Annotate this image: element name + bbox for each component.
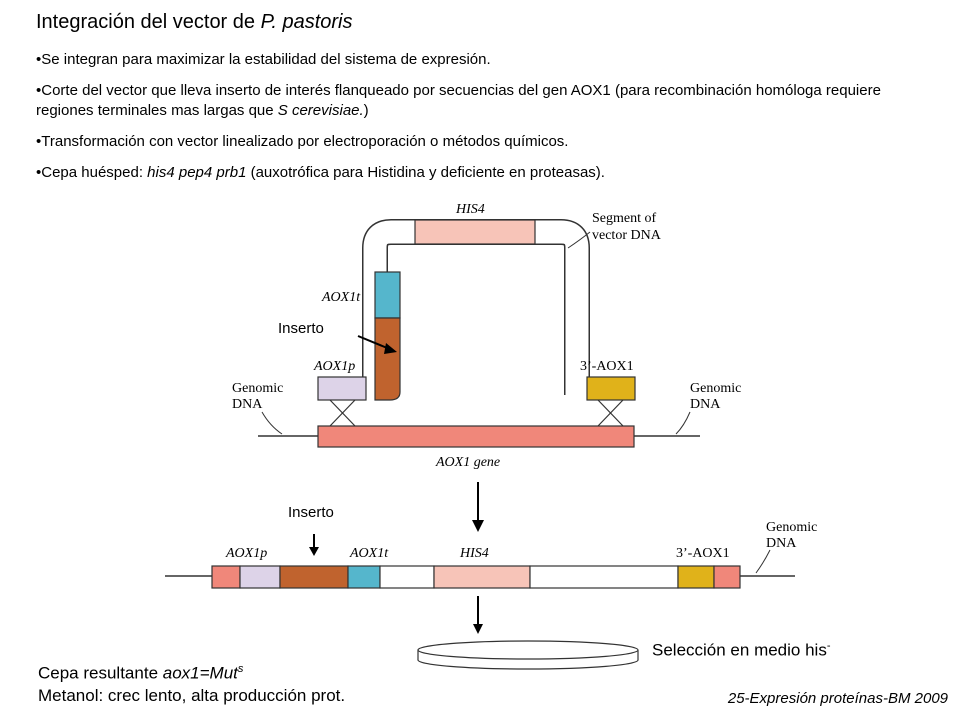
aox1p-label-bottom: AOX1p <box>225 546 267 561</box>
genomic-pointer-left <box>261 411 283 435</box>
crossover-right-b <box>597 399 624 427</box>
inserto-label-top: Inserto <box>278 320 324 337</box>
vector-segment-band-fill <box>363 220 589 395</box>
aox1p-label-vector: AOX1p <box>313 359 355 374</box>
bullet-item: •Cepa huésped: his4 pep4 prb1 (auxotrófi… <box>36 164 605 181</box>
genomic-label-left-2: DNA <box>232 397 263 412</box>
vector-segment-band <box>362 219 590 395</box>
inserto-label-bottom: Inserto <box>288 504 334 521</box>
three-aox1-label-vector: 3’-AOX1 <box>580 359 634 374</box>
aox1p-box-vector <box>317 376 367 401</box>
genomic-label-right-1: Genomic <box>690 381 741 396</box>
genomic-pointer-right <box>675 411 691 435</box>
three-aox1-box-vector <box>586 376 636 401</box>
his4-box <box>414 219 536 245</box>
bullet-item: •Se integran para maximizar la estabilid… <box>36 51 491 68</box>
segment-label-1: Segment of <box>592 211 656 226</box>
segment-aox1p <box>239 565 281 589</box>
genomic-label-left-1: Genomic <box>232 381 283 396</box>
seleccion-label: Selección en medio his- <box>652 640 831 660</box>
segment-salmon-left <box>211 565 241 589</box>
three-aox1-label-bottom: 3’-AOX1 <box>676 546 730 561</box>
segment-label-2: vector DNA <box>592 228 662 243</box>
crossover-left-b <box>329 399 356 427</box>
genomic-pointer-bottom <box>755 549 771 574</box>
aox1-gene-box <box>317 425 635 448</box>
his4-label: HIS4 <box>455 202 485 217</box>
inserto-arrowhead-2 <box>309 547 319 556</box>
genomic-label-bottom-1: Genomic <box>766 520 817 535</box>
aox1-gene-label: AOX1 gene <box>435 455 500 470</box>
segment-insert <box>279 565 349 589</box>
genomic-label-right-2: DNA <box>690 397 721 412</box>
his4-label-bottom: HIS4 <box>459 546 489 561</box>
aox1t-label-bottom: AOX1t <box>349 546 389 561</box>
bullet-item: •Corte del vector que lleva inserto de i… <box>36 82 881 119</box>
segment-three-aox1 <box>677 565 715 589</box>
segment-aox1t <box>347 565 381 589</box>
genomic-label-bottom-2: DNA <box>766 536 797 551</box>
slide-title: Integración del vector de P. pastoris <box>36 11 353 33</box>
aox1t-label-vector: AOX1t <box>321 290 361 305</box>
segment-pointer <box>567 231 591 249</box>
aox1t-box-vector <box>374 271 401 319</box>
segment-vector-white-1 <box>379 565 435 589</box>
segment-vector-white-2 <box>529 565 679 589</box>
bullet-list: •Se integran para maximizar la estabilid… <box>36 50 936 194</box>
plate-arrow-head <box>473 624 483 634</box>
bullet-item: •Transformación con vector linealizado p… <box>36 133 569 150</box>
segment-salmon-right <box>713 565 741 589</box>
slide-footer: 25-Expresión proteínas-BM 2009 <box>727 690 948 707</box>
down-arrow-head <box>472 520 484 532</box>
inserto-arrowhead-1 <box>384 343 397 354</box>
cepa-resultante-text: Cepa resultante aox1=Muts Metanol: crec … <box>38 663 346 705</box>
insert-brown-vector <box>374 317 401 401</box>
petri-dish-top <box>417 640 639 660</box>
segment-his4 <box>433 565 531 589</box>
